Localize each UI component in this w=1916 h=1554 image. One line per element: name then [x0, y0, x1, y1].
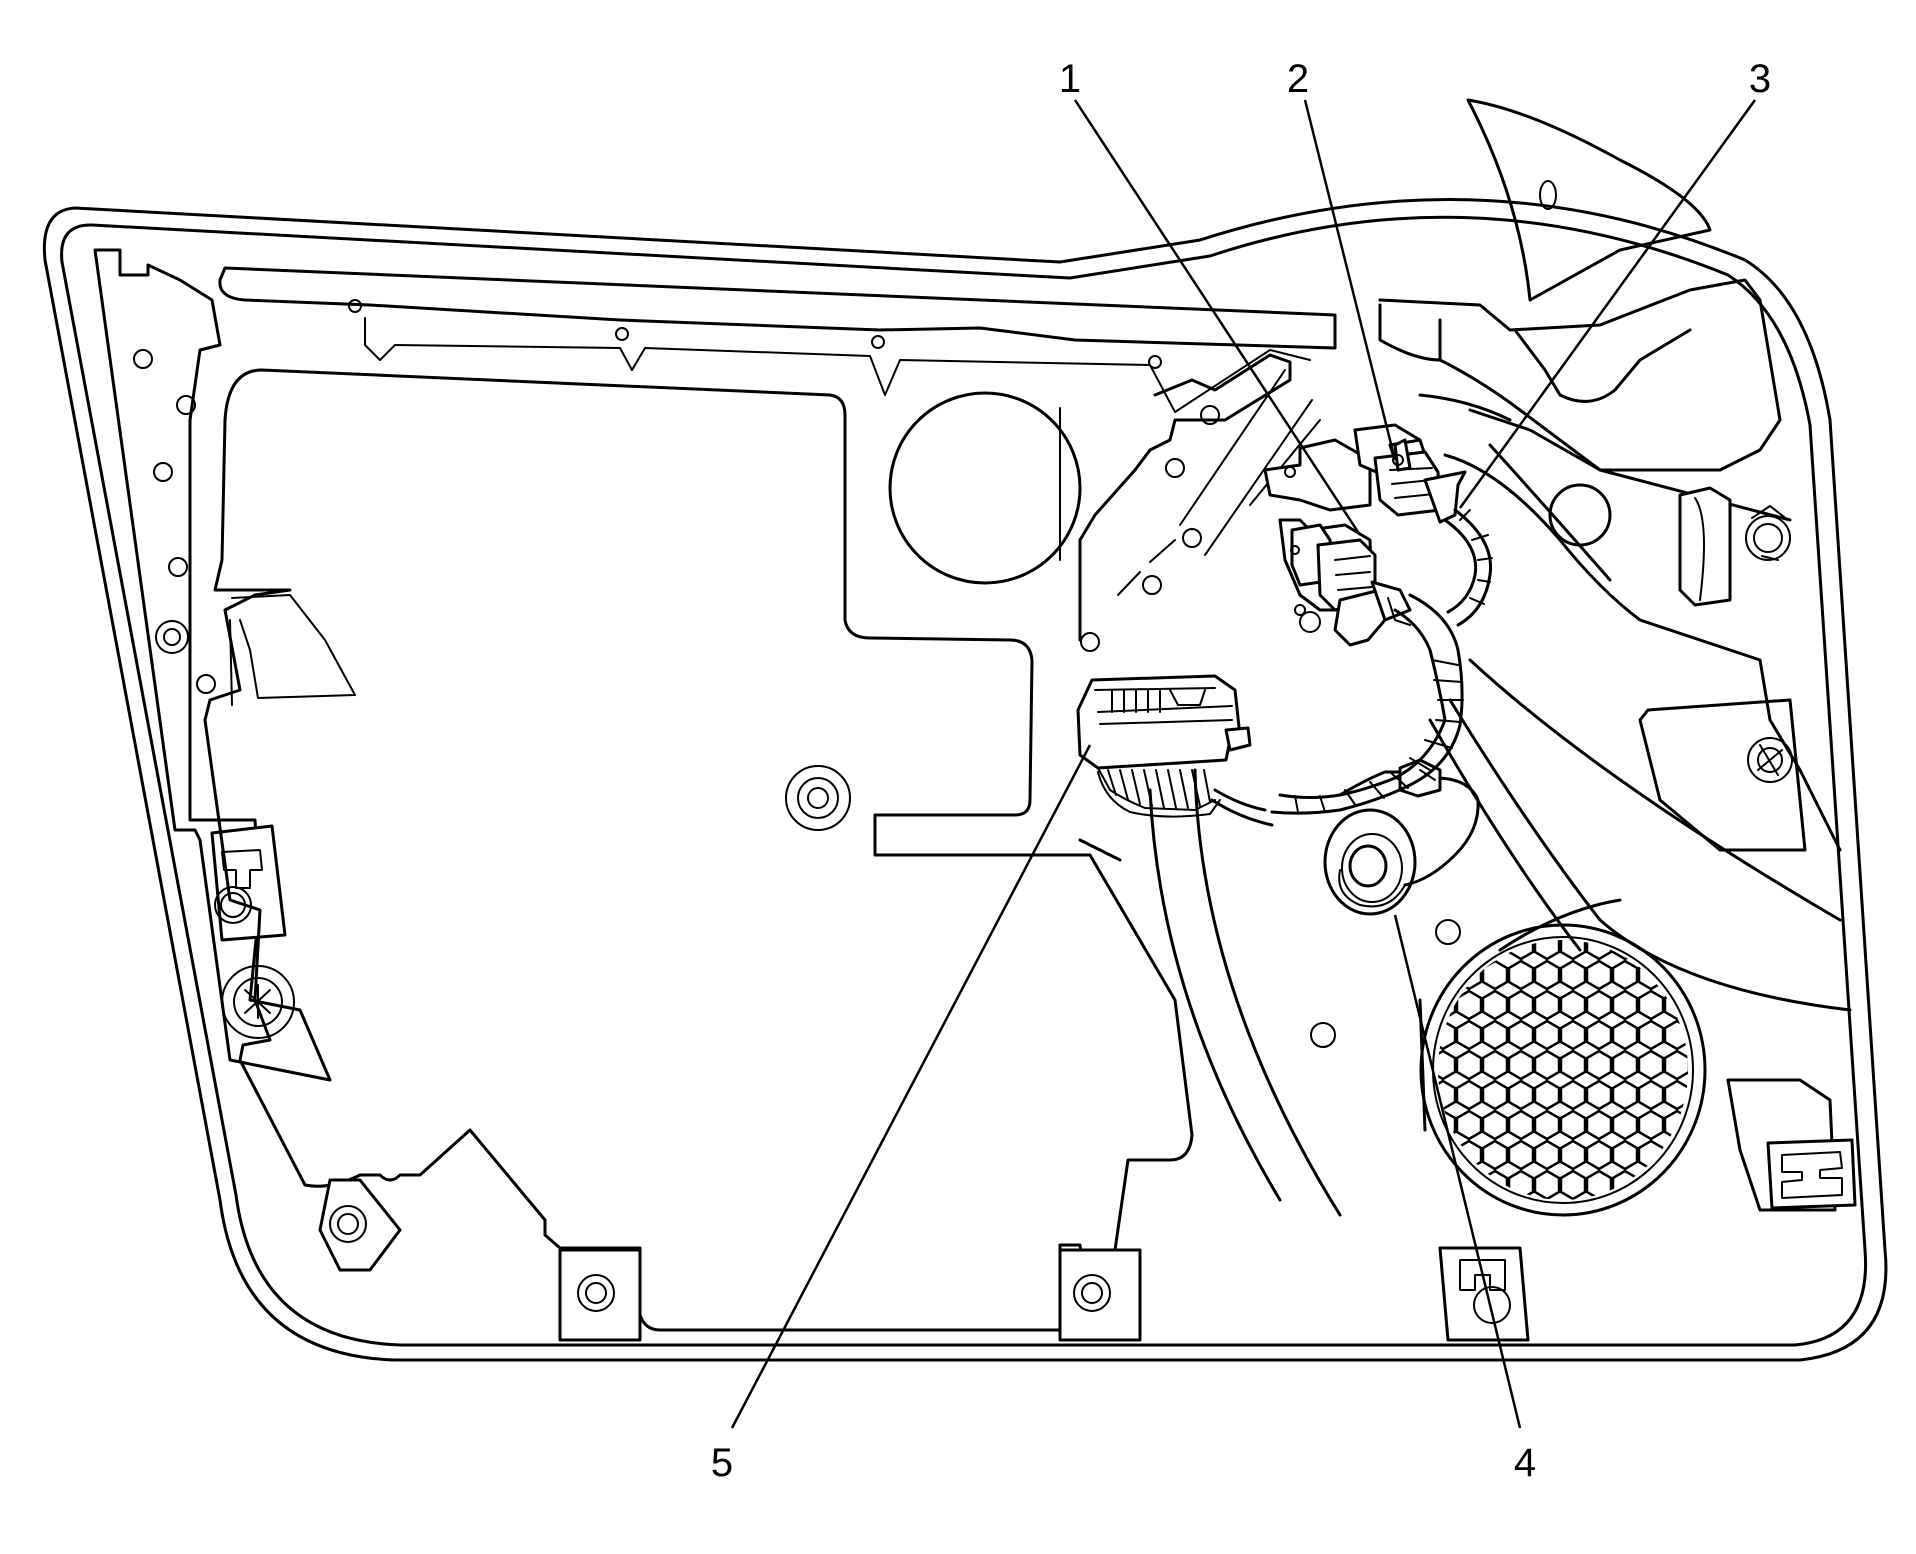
leader-line-5	[730, 744, 1092, 1429]
lower-clip	[1438, 1246, 1530, 1342]
center-divider	[1078, 353, 1321, 652]
door-panel-outline	[42, 198, 1888, 1362]
left-pushpin	[221, 965, 295, 1039]
leader-line-4	[1393, 914, 1522, 1429]
callout-1: 1	[1059, 57, 1081, 101]
speaker-conduit	[1210, 788, 1274, 827]
leader-line-1	[1073, 99, 1362, 536]
leader-line-3	[1458, 99, 1757, 509]
upper-rail	[218, 266, 1337, 413]
leader-lines	[730, 99, 1757, 1429]
right-panel-features	[1378, 278, 1852, 1212]
lower-fasteners	[318, 1178, 1142, 1342]
tweeter-grommet	[1323, 808, 1417, 916]
door-harness-connector	[1076, 674, 1252, 818]
upper-speaker-opening	[888, 391, 1082, 585]
mirror-mount	[1466, 98, 1712, 302]
callout-5: 5	[711, 1441, 733, 1485]
right-clip	[1766, 1138, 1857, 1210]
center-fastener	[785, 765, 851, 831]
lower-contours	[1078, 768, 1461, 1217]
callout-labels: 1 2 3 4 5	[711, 57, 1771, 1485]
leader-line-2	[1303, 99, 1397, 461]
callout-4: 4	[1514, 1441, 1536, 1485]
speaker-grille	[1419, 923, 1707, 1217]
left-strip	[93, 248, 332, 1082]
connector-mounts	[1263, 423, 1467, 647]
callout-3: 3	[1749, 57, 1771, 101]
callout-2: 2	[1287, 57, 1309, 101]
